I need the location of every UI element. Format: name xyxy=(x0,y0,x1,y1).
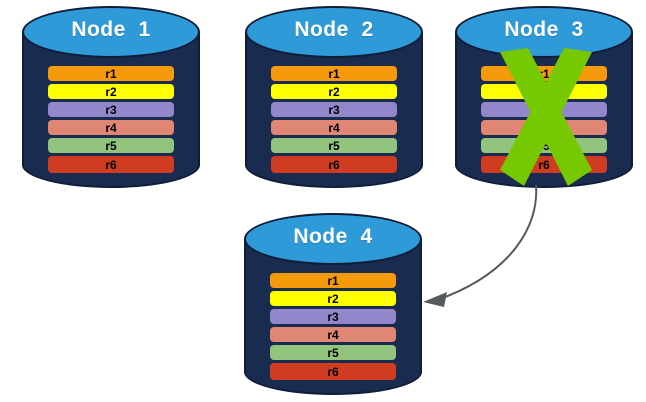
node-1[interactable]: Node 1 r1 r2 r3 r4 r5 r6 xyxy=(22,6,200,188)
node-2[interactable]: Node 2 r1 r2 r3 r4 r5 r6 xyxy=(245,6,423,188)
cylinder-top xyxy=(245,6,423,58)
row-bar-r1[interactable]: r1 xyxy=(271,66,397,81)
row-bar-r6[interactable]: r6 xyxy=(481,156,607,173)
node-1-label: Node 1 xyxy=(71,18,151,41)
row-bar-r2[interactable]: r2 xyxy=(48,84,174,99)
row-bar-r1[interactable]: r1 xyxy=(270,273,396,288)
row-bar-r6[interactable]: r6 xyxy=(270,363,396,380)
row-bar-r3[interactable]: r3 xyxy=(48,102,174,117)
row-bar-r1[interactable]: r1 xyxy=(481,66,607,81)
row-bar-r5[interactable]: r5 xyxy=(271,138,397,153)
row-bar-r4[interactable]: r4 xyxy=(271,120,397,135)
row-bar-r5[interactable]: r5 xyxy=(481,138,607,153)
row-bar-r2[interactable]: r2 xyxy=(481,84,607,99)
node-3-rows: r1 r2 r3 r4 r5 r6 xyxy=(481,66,607,174)
row-bar-r1[interactable]: r1 xyxy=(48,66,174,81)
row-bar-r4[interactable]: r4 xyxy=(481,120,607,135)
node-2-label: Node 2 xyxy=(294,18,374,41)
row-bar-r3[interactable]: r3 xyxy=(481,102,607,117)
node-3[interactable]: Node 3 r1 r2 r3 r4 r5 r6 xyxy=(455,6,633,188)
node-4-label: Node 4 xyxy=(293,225,373,248)
row-bar-r5[interactable]: r5 xyxy=(48,138,174,153)
row-bar-r4[interactable]: r4 xyxy=(270,327,396,342)
node-3-label: Node 3 xyxy=(504,18,584,41)
node-4[interactable]: Node 4 r1 r2 r3 r4 r5 r6 xyxy=(244,213,422,395)
node-2-rows: r1 r2 r3 r4 r5 r6 xyxy=(271,66,397,174)
cylinder-top xyxy=(22,6,200,58)
row-bar-r2[interactable]: r2 xyxy=(270,291,396,306)
row-bar-r2[interactable]: r2 xyxy=(271,84,397,99)
row-bar-r3[interactable]: r3 xyxy=(270,309,396,324)
row-bar-r5[interactable]: r5 xyxy=(270,345,396,360)
node-4-rows: r1 r2 r3 r4 r5 r6 xyxy=(270,273,396,381)
cylinder-top xyxy=(244,213,422,265)
row-bar-r4[interactable]: r4 xyxy=(48,120,174,135)
row-bar-r6[interactable]: r6 xyxy=(48,156,174,173)
row-bar-r6[interactable]: r6 xyxy=(271,156,397,173)
node-1-rows: r1 r2 r3 r4 r5 r6 xyxy=(48,66,174,174)
row-bar-r3[interactable]: r3 xyxy=(271,102,397,117)
